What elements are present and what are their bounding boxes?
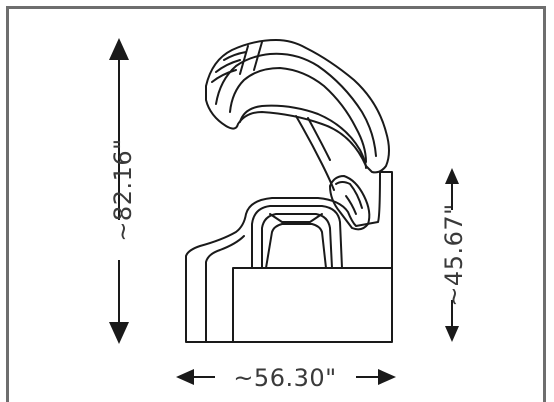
width-dimension: ~56.30"	[176, 364, 396, 392]
arrow-right-icon	[378, 369, 396, 385]
chair-armrest-inner	[335, 181, 363, 215]
chair-hood-brace	[295, 115, 335, 191]
chair-hood-inner-2	[229, 67, 367, 163]
chair-illustration	[185, 39, 393, 343]
overall-height-dimension: ~82.16"	[109, 38, 137, 344]
chair-seat-cushion-top	[269, 213, 323, 223]
chair-seat-cushion-inner	[261, 213, 333, 269]
chair-front-panel	[232, 267, 393, 343]
arrow-down-icon	[445, 326, 459, 342]
chair-base-outline	[185, 171, 393, 343]
chair-hood-underside	[239, 104, 367, 169]
arrow-up-icon	[445, 168, 459, 184]
chair-seat-cushion-bottom	[265, 223, 327, 269]
arrow-down-icon	[109, 322, 129, 344]
chair-hood-panel-lines	[211, 41, 263, 83]
width-label: ~56.30"	[233, 364, 336, 392]
arrow-up-icon	[109, 38, 129, 60]
arrow-left-icon	[176, 369, 194, 385]
seat-height-dimension: ~45.67"	[440, 168, 468, 342]
chair-armrest	[329, 175, 371, 231]
chair-hood-inner-1	[215, 52, 377, 157]
chair-side-edge	[205, 235, 245, 343]
chair-seat-cushion	[251, 205, 343, 269]
overall-height-label: ~82.16"	[109, 138, 137, 241]
chair-hood-outer	[205, 39, 390, 174]
diagram-frame	[6, 6, 546, 402]
seat-height-label: ~45.67"	[440, 203, 468, 306]
